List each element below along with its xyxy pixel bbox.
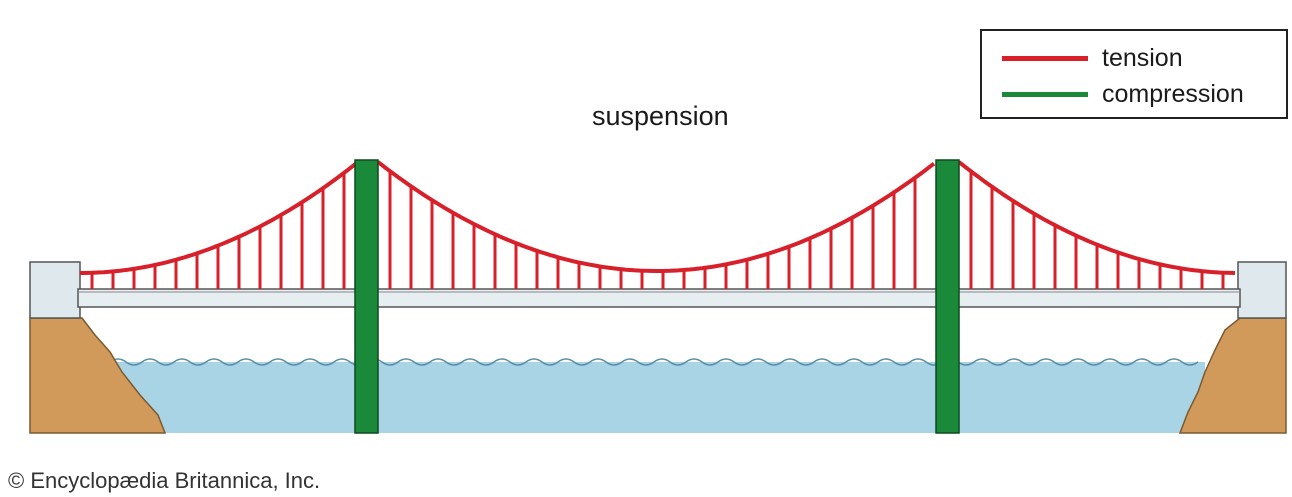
left-tower	[354, 159, 379, 434]
diagram-title: suspension	[592, 101, 729, 131]
hangers	[90, 171, 1225, 289]
right-tower	[935, 159, 960, 434]
water	[110, 362, 1205, 433]
right-abutment	[1237, 261, 1287, 319]
main-cable-segment	[376, 160, 936, 273]
copyright-credit: © Encyclopædia Britannica, Inc.	[8, 468, 321, 493]
main-cables	[80, 160, 1236, 275]
legend-label-compression: compression	[1102, 79, 1244, 108]
legend: tension compression	[980, 29, 1288, 119]
main-cable-segment	[957, 160, 1236, 275]
main-cable-segment	[80, 162, 358, 275]
water-surface	[109, 358, 1199, 366]
left-bank	[29, 317, 167, 434]
left-abutment	[29, 261, 81, 319]
tension-swatch	[1002, 55, 1088, 61]
compression-swatch	[1002, 91, 1088, 97]
legend-label-tension: tension	[1102, 43, 1183, 72]
right-bank	[1178, 317, 1287, 434]
